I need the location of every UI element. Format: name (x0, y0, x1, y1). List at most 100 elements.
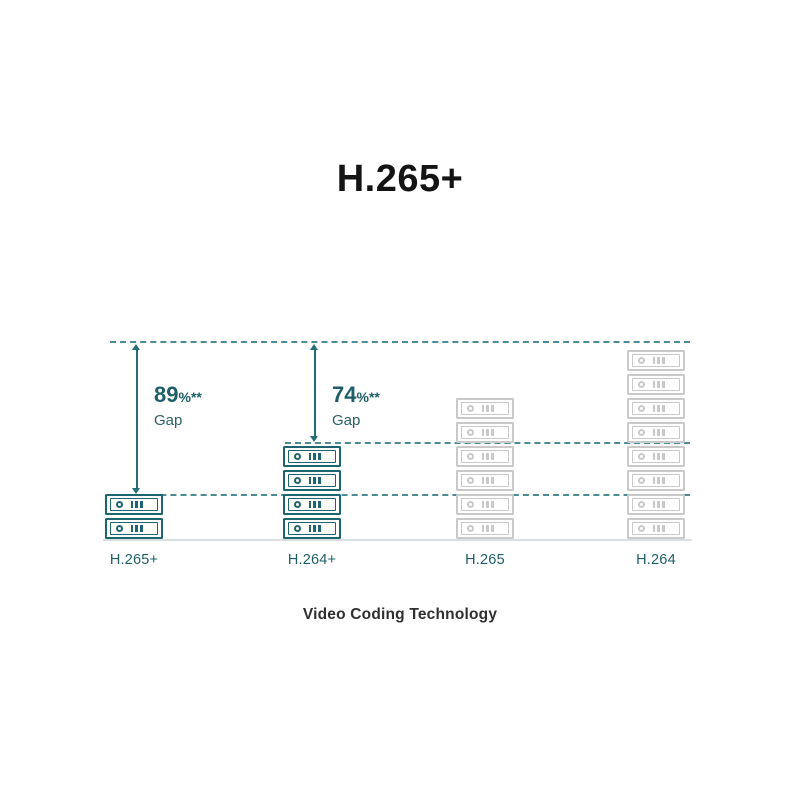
server-vent-bar (135, 525, 138, 532)
server-vent-bar (652, 357, 655, 364)
server-vents-icon (481, 405, 494, 412)
server-unit-face (631, 378, 681, 391)
server-vent-bar (662, 357, 665, 364)
server-unit-icon (456, 518, 514, 539)
server-unit-face (460, 474, 510, 487)
server-unit-face (287, 474, 337, 487)
server-vent-bar (657, 501, 660, 508)
server-unit-icon (456, 470, 514, 491)
server-vents-icon (481, 525, 494, 532)
server-unit-icon (283, 494, 341, 515)
server-led-icon (466, 429, 474, 436)
page-title: H.265+ (336, 158, 464, 200)
server-unit-icon (283, 518, 341, 539)
server-led-icon (115, 525, 123, 532)
x-axis-line (103, 539, 692, 541)
server-unit-face (631, 474, 681, 487)
server-vent-bar (662, 405, 665, 412)
gap-annotation-74: 74%** Gap (332, 384, 380, 429)
gap-sublabel: Gap (332, 412, 361, 429)
server-vents-icon (652, 477, 665, 484)
gap-percent-value: 74%** (332, 384, 380, 406)
server-led-icon (466, 525, 474, 532)
server-vent-bar (318, 453, 321, 460)
arrow-shaft (314, 349, 316, 437)
server-unit-face (460, 450, 510, 463)
server-led-icon (637, 405, 645, 412)
server-vent-bar (662, 477, 665, 484)
server-led-icon (293, 525, 301, 532)
arrow-shaft (136, 349, 138, 489)
arrow-head-down-icon (132, 488, 140, 494)
server-unit-icon (627, 422, 685, 443)
server-unit-face (631, 354, 681, 367)
server-unit-face (460, 498, 510, 511)
gap-footnote-marker: ** (190, 389, 202, 405)
server-unit-face (460, 522, 510, 535)
server-unit-face (631, 402, 681, 415)
server-vent-bar (130, 501, 133, 508)
server-vents-icon (652, 357, 665, 364)
gap-percent-sign: % (178, 389, 191, 405)
gap-sublabel: Gap (154, 412, 183, 429)
server-vent-bar (657, 405, 660, 412)
server-vents-icon (652, 381, 665, 388)
server-vents-icon (652, 501, 665, 508)
server-vents-icon (308, 525, 321, 532)
reference-line-h265plus-top (110, 494, 690, 496)
server-vent-bar (486, 501, 489, 508)
server-vent-bar (313, 453, 316, 460)
server-vent-bar (652, 405, 655, 412)
server-vents-icon (308, 453, 321, 460)
server-unit-icon (627, 470, 685, 491)
server-vents-icon (481, 429, 494, 436)
server-led-icon (466, 405, 474, 412)
arrow-head-up-icon (310, 344, 318, 350)
server-vents-icon (308, 501, 321, 508)
server-vent-bar (662, 453, 665, 460)
server-vent-bar (486, 453, 489, 460)
gap-percent-value: 89%** (154, 384, 202, 406)
server-vent-bar (657, 477, 660, 484)
server-vent-bar (662, 429, 665, 436)
gap-footnote-marker: ** (368, 389, 380, 405)
server-unit-icon (627, 446, 685, 467)
server-unit-face (631, 450, 681, 463)
server-vent-bar (491, 477, 494, 484)
server-unit-face (287, 450, 337, 463)
server-vent-bar (486, 429, 489, 436)
server-unit-icon (456, 494, 514, 515)
server-vent-bar (657, 381, 660, 388)
server-unit-icon (283, 446, 341, 467)
server-unit-face (460, 426, 510, 439)
server-vent-bar (662, 501, 665, 508)
server-led-icon (115, 501, 123, 508)
server-vents-icon (652, 453, 665, 460)
server-vents-icon (481, 453, 494, 460)
server-unit-face (109, 498, 159, 511)
server-unit-icon (456, 398, 514, 419)
server-stack-h265plus (105, 494, 163, 539)
server-vents-icon (481, 477, 494, 484)
server-vent-bar (486, 525, 489, 532)
server-vent-bar (313, 477, 316, 484)
x-tick-label-h264: H.264 (636, 552, 676, 568)
server-unit-icon (627, 494, 685, 515)
x-tick-label-h264plus: H.264+ (287, 552, 337, 568)
server-vent-bar (481, 501, 484, 508)
arrow-head-down-icon (310, 436, 318, 442)
server-vent-bar (318, 501, 321, 508)
server-vent-bar (652, 525, 655, 532)
server-vent-bar (308, 501, 311, 508)
server-vent-bar (662, 525, 665, 532)
server-led-icon (637, 357, 645, 364)
server-vent-bar (491, 453, 494, 460)
server-led-icon (637, 381, 645, 388)
server-vent-bar (308, 525, 311, 532)
server-vents-icon (308, 477, 321, 484)
server-unit-icon (456, 422, 514, 443)
server-vents-icon (652, 429, 665, 436)
server-led-icon (637, 453, 645, 460)
server-vent-bar (140, 501, 143, 508)
